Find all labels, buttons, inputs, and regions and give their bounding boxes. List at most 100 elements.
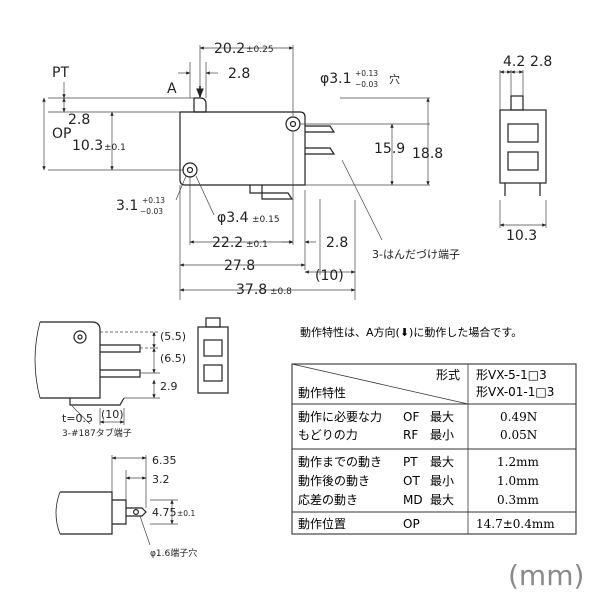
- dim-hole-tol-top: +0.13: [355, 69, 378, 78]
- dim-hole-suffix: 穴: [389, 72, 400, 86]
- actuator: [193, 97, 207, 113]
- variant-dim-labels: (5.5) (6.5) 2.9 t=0.5 (10) 3-#187タブ端子: [62, 330, 186, 439]
- dim-3-1: 3.1: [116, 198, 138, 214]
- variant-side-body: [197, 326, 229, 394]
- row-limit: 最大: [430, 410, 454, 424]
- label-solder-terminal: 3-はんだづけ端子: [372, 248, 460, 261]
- row-label: 動作に必要な力: [298, 410, 382, 424]
- pcb-dim-lines: [111, 455, 178, 546]
- side-dim-labels: 4.2 2.8 10.3: [503, 54, 552, 244]
- row-code: MD: [403, 493, 423, 507]
- dim-t-0-5: t=0.5: [62, 412, 93, 425]
- dim-20-2: 20.2: [214, 41, 245, 57]
- row-limit: 最大: [430, 455, 454, 469]
- dim-3-1-tol-top: +0.13: [142, 196, 165, 205]
- dim-10-3-side: 10.3: [506, 228, 537, 244]
- terminal-bottom: [249, 185, 294, 200]
- label-pt: PT: [52, 65, 69, 81]
- dim-20-2-tol: ±0.25: [246, 45, 274, 55]
- dim-3-1-tol-bot: −0.03: [140, 207, 163, 216]
- dim-10-variant: (10): [101, 408, 124, 421]
- spec-row: 応差の動き MD 最大 0.3mm: [298, 493, 539, 507]
- row-code: OF: [403, 410, 419, 424]
- spec-row: 動作までの動き PT 最大 1.2mm: [298, 455, 539, 469]
- dim-2-9: 2.9: [160, 380, 178, 393]
- row-value: 0.05N: [500, 428, 537, 442]
- row-limit: 最小: [430, 428, 454, 442]
- label-pcb-hole: φ1.6端子穴: [150, 547, 197, 559]
- dim-22-2: 22.2: [212, 235, 243, 251]
- dim-37-8-tol: ±0.8: [270, 287, 292, 297]
- label-a: A: [167, 81, 177, 97]
- row-label: もどりの力: [298, 428, 358, 442]
- row-value: 1.2mm: [497, 455, 539, 469]
- spec-row: もどりの力 RF 最小 0.05N: [298, 428, 537, 442]
- terminal-top: [305, 125, 336, 133]
- dim-phi-3-4-tol: ±0.15: [252, 215, 280, 225]
- row-code: OP: [403, 517, 420, 531]
- table-caption: 動作特性は、A方向(⬇)に動作した場合です。: [300, 325, 522, 339]
- dim-4-75-tol: ±0.1: [177, 509, 195, 518]
- dim-5-5: (5.5): [160, 330, 186, 343]
- label-tab-terminal: 3-#187タブ端子: [62, 427, 132, 439]
- dim-4-75: 4.75: [152, 506, 177, 519]
- dim-2-8-side: 2.8: [530, 54, 552, 70]
- pcb-terminal-hole: [133, 509, 140, 516]
- mount-hole-bottom: [182, 162, 198, 178]
- spec-row: 動作後の動き OT 最小 1.0mm: [298, 474, 539, 488]
- dim-3-2: 3.2: [152, 473, 170, 486]
- dim-2-8-left: 2.8: [68, 112, 90, 128]
- terminal-mid: [305, 147, 336, 155]
- tab-variant-view: [34, 317, 229, 406]
- dim-hole-tol-bot: −0.03: [355, 80, 378, 89]
- dim-18-8: 18.8: [412, 146, 443, 162]
- dim-phi-3-4: φ3.4: [217, 210, 249, 226]
- spec-table: 動作特性は、A方向(⬇)に動作した場合です。 形式 形VX-5-1□3 形VX-…: [291, 325, 577, 535]
- dim-10-3: 10.3: [72, 138, 103, 154]
- row-value: 0.3mm: [497, 493, 539, 507]
- pcb-terminal-view: [55, 491, 147, 535]
- row-label: 応差の動き: [298, 493, 358, 507]
- variant-dim-lines: [71, 331, 160, 425]
- spec-row: 動作に必要な力 OF 最大 0.49N: [298, 410, 537, 424]
- dim-2-8-top: 2.8: [228, 66, 250, 82]
- pcb-dim-labels: 6.35 3.2 4.75 ±0.1 φ1.6端子穴: [150, 454, 197, 559]
- header-model-2: 形VX-01-1□3: [476, 385, 554, 399]
- row-label: 動作までの動き: [298, 455, 382, 469]
- row-limit: 最大: [430, 493, 454, 507]
- pcb-terminal: [126, 507, 147, 517]
- row-value: 0.49N: [500, 410, 537, 424]
- dim-4-2: 4.2: [503, 54, 525, 70]
- row-limit: 最小: [430, 474, 454, 488]
- dim-6-5: (6.5): [160, 352, 186, 365]
- dim-22-2-tol: ±0.1: [246, 240, 268, 250]
- main-front-view: [179, 97, 336, 200]
- spec-row: 動作位置 OP 14.7±0.4mm: [298, 516, 555, 531]
- row-code: PT: [403, 455, 418, 469]
- dim-15-9: 15.9: [374, 141, 405, 157]
- row-code: OT: [403, 474, 420, 488]
- row-label: 動作位置: [298, 516, 346, 531]
- main-dim-lines: [42, 45, 430, 300]
- side-actuator: [510, 95, 524, 111]
- dim-hole-dia: φ3.1: [320, 71, 352, 87]
- side-dim-lines: [499, 70, 547, 228]
- header-model-1: 形VX-5-1□3: [476, 368, 547, 382]
- row-code: RF: [403, 428, 418, 442]
- dim-27-8: 27.8: [224, 258, 255, 274]
- dim-10-3-tol: ±0.1: [104, 143, 126, 153]
- main-dim-labels: 20.2 ±0.25 PT A 2.8 φ3.1 +0.13 −0.03 穴 2…: [52, 41, 460, 298]
- row-value: 1.0mm: [497, 474, 539, 488]
- header-keishiki: 形式: [436, 368, 460, 382]
- unit-label: (mm): [508, 559, 584, 592]
- row-label: 動作後の動き: [298, 474, 370, 488]
- dim-6-35: 6.35: [152, 454, 177, 467]
- variant-hole: [73, 330, 87, 344]
- header-characteristic: 動作特性: [298, 385, 346, 400]
- dim-2-8-bottom: 2.8: [326, 235, 348, 251]
- side-body: [499, 109, 547, 184]
- dim-10-paren: (10): [315, 268, 344, 284]
- row-value: 14.7±0.4mm: [476, 517, 555, 531]
